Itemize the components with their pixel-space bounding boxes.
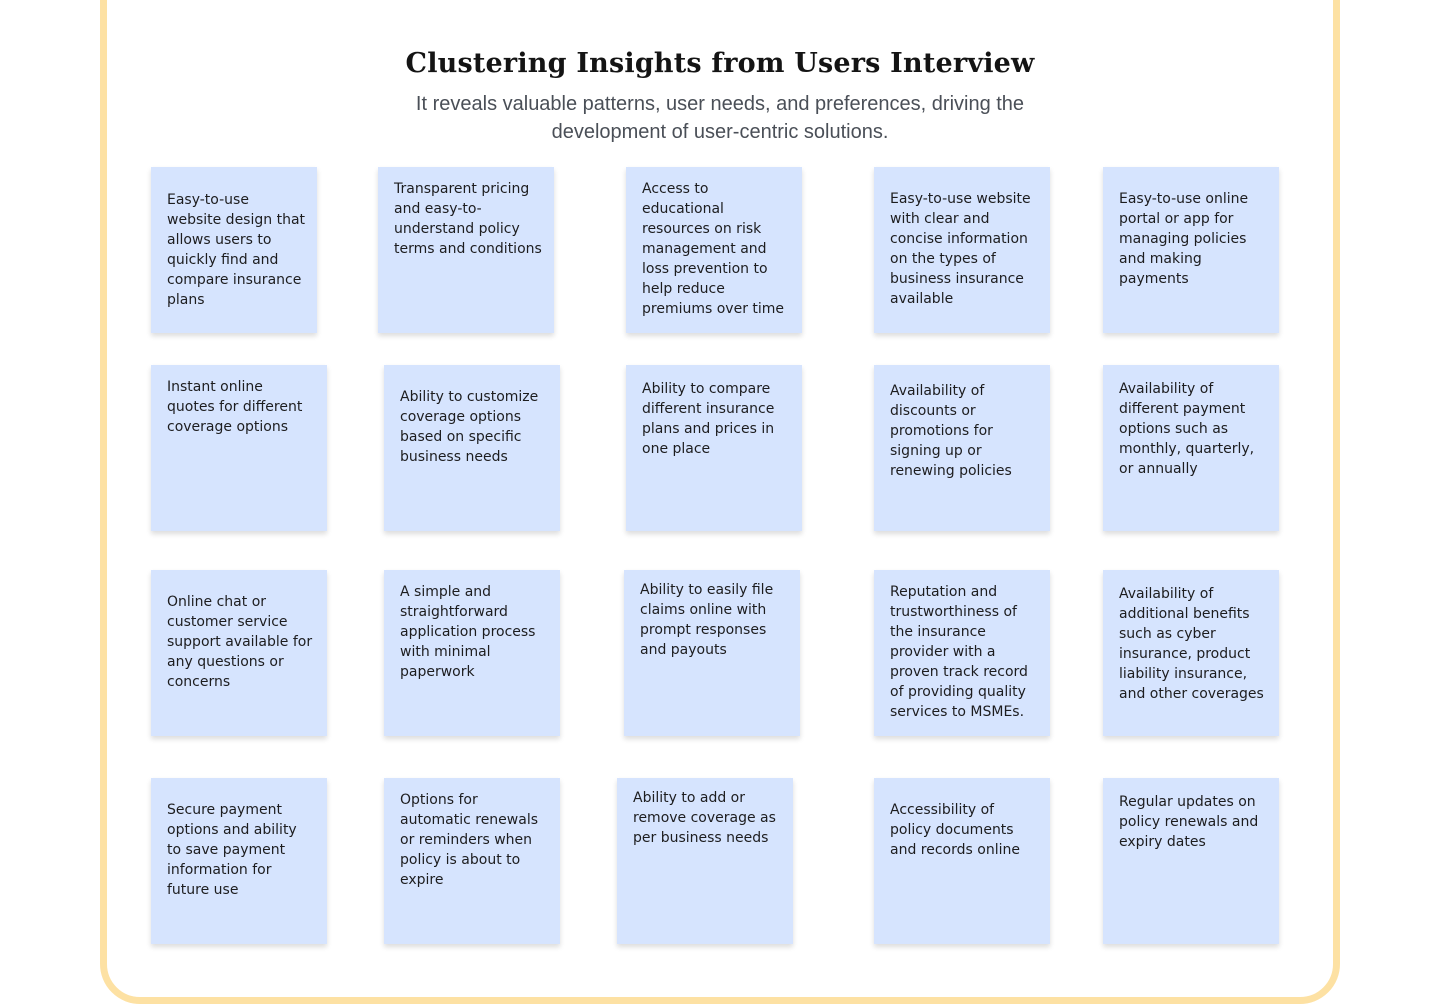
sticky-note: Ability to customize coverage options ba… — [384, 365, 560, 531]
sticky-note: Online chat or customer service support … — [151, 570, 327, 736]
sticky-note-text: Regular updates on policy renewals and e… — [1119, 794, 1259, 850]
sticky-note-text: Options for automatic renewals or remind… — [400, 792, 539, 888]
sticky-note: Easy-to-use website design that allows u… — [151, 167, 317, 333]
sticky-note-text: Easy-to-use website design that allows u… — [167, 192, 306, 308]
sticky-note-text: Ability to easily file claims online wit… — [640, 582, 774, 658]
sticky-note-text: A simple and straightforward application… — [400, 584, 536, 680]
page-title: Clustering Insights from Users Interview — [405, 48, 1035, 79]
sticky-note: Regular updates on policy renewals and e… — [1103, 778, 1279, 944]
sticky-note: Ability to compare different insurance p… — [626, 365, 802, 531]
sticky-note-text: Ability to compare different insurance p… — [642, 381, 775, 457]
sticky-note-text: Instant online quotes for different cove… — [167, 379, 303, 435]
sticky-note: A simple and straightforward application… — [384, 570, 560, 736]
sticky-note-text: Secure payment options and ability to sa… — [167, 802, 297, 898]
sticky-note-text: Availability of additional benefits such… — [1119, 586, 1264, 702]
sticky-note: Availability of discounts or promotions … — [874, 365, 1050, 531]
sticky-note-text: Ability to customize coverage options ba… — [400, 389, 539, 465]
sticky-note: Easy-to-use online portal or app for man… — [1103, 167, 1279, 333]
sticky-note-text: Online chat or customer service support … — [167, 594, 313, 690]
sticky-note: Access to educational resources on risk … — [626, 167, 802, 333]
sticky-note-text: Easy-to-use online portal or app for man… — [1119, 191, 1249, 287]
sticky-note-text: Availability of different payment option… — [1119, 381, 1255, 477]
sticky-note-text: Ability to add or remove coverage as per… — [633, 790, 776, 846]
sticky-note: Options for automatic renewals or remind… — [384, 778, 560, 944]
sticky-note-text: Transparent pricing and easy-to-understa… — [394, 181, 542, 257]
sticky-note: Instant online quotes for different cove… — [151, 365, 327, 531]
sticky-note: Reputation and trustworthiness of the in… — [874, 570, 1050, 736]
page-subtitle: It reveals valuable patterns, user needs… — [415, 93, 1025, 143]
sticky-note: Ability to add or remove coverage as per… — [617, 778, 793, 944]
sticky-note: Ability to easily file claims online wit… — [624, 570, 800, 736]
sticky-note: Accessibility of policy documents and re… — [874, 778, 1050, 944]
sticky-note-text: Availability of discounts or promotions … — [890, 383, 1012, 479]
sticky-note: Secure payment options and ability to sa… — [151, 778, 327, 944]
sticky-note-text: Access to educational resources on risk … — [642, 181, 785, 317]
sticky-note-text: Easy-to-use website with clear and conci… — [890, 191, 1031, 307]
sticky-note: Availability of additional benefits such… — [1103, 570, 1279, 736]
sticky-note: Easy-to-use website with clear and conci… — [874, 167, 1050, 333]
sticky-note-text: Reputation and trustworthiness of the in… — [890, 584, 1028, 720]
sticky-note-text: Accessibility of policy documents and re… — [890, 802, 1020, 858]
sticky-note: Availability of different payment option… — [1103, 365, 1279, 531]
sticky-note: Transparent pricing and easy-to-understa… — [378, 167, 554, 333]
